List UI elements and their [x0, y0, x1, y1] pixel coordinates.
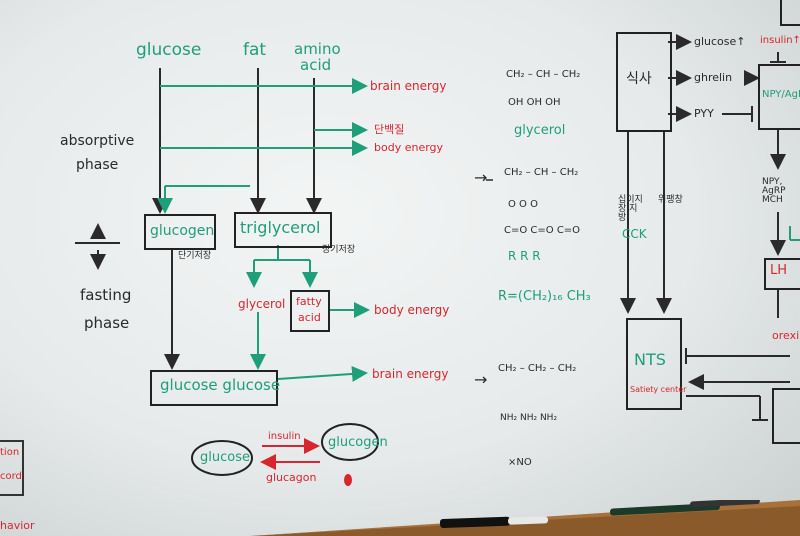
arrow-triglyceride: → — [474, 168, 488, 187]
no-label: ×NO — [508, 457, 532, 468]
long-term-storage-label: 장기저장 — [322, 245, 356, 255]
body-energy-label-2: body energy — [374, 303, 450, 317]
carbonyl-row: C=O C=O C=O — [504, 225, 581, 236]
short-term-storage-label: 단기저장 — [178, 251, 212, 261]
top-right-box — [780, 0, 800, 26]
nutrient-glucose: glucose — [136, 40, 202, 60]
nts-label: NTS — [634, 350, 666, 369]
protein-label: 단백질 — [374, 123, 405, 136]
orexin-label: orexin — [772, 329, 800, 342]
arrow-amine: → — [474, 370, 488, 389]
triglycerol-label: triglycerol — [240, 218, 321, 237]
nutrient-acid: acid — [300, 56, 332, 74]
brain-energy-label-1: brain energy — [370, 79, 447, 93]
glucose-glucose-label: glucose glucose — [160, 376, 281, 394]
marker-tray — [250, 500, 800, 536]
edge-text-1: tion — [0, 447, 20, 458]
edge-text-2: cord — [0, 471, 22, 482]
npy-agrp-mch-label: NPY, AgRP MCH — [762, 177, 786, 205]
insulin-up-label: insulin↑ — [760, 35, 800, 46]
glucogen-box — [144, 214, 216, 250]
glycerol-label: glycerol — [238, 297, 286, 311]
edge-text-3: havior — [0, 519, 35, 532]
nts-box — [626, 318, 682, 410]
fasting-label: fasting — [80, 286, 132, 304]
glucose-up-label: glucose↑ — [694, 35, 746, 48]
ester-oxygens: O O O — [508, 199, 538, 210]
satiety-center-label: Satiety center — [630, 385, 687, 394]
meal-label: 식사 — [626, 71, 652, 87]
cycle-glucogen-label: glucogen — [328, 435, 388, 450]
glucogen-label: glucogen — [150, 223, 215, 239]
glucose-glucose-box — [150, 370, 278, 406]
lh-label: LH — [770, 263, 788, 278]
r-formula: R=(CH₂)₁₆ CH₃ — [498, 289, 591, 304]
absorptive-label: absorptive — [60, 133, 135, 149]
nutrient-fat: fat — [243, 40, 267, 60]
duodenum-fat-label: 십이지장 지방 — [618, 195, 643, 223]
fatty-acid-box — [290, 290, 330, 332]
pyy-label: PYY — [694, 107, 714, 120]
fasting-phase-label: phase — [84, 314, 130, 332]
edge-box — [0, 440, 24, 496]
stomach-distension-label: 위팽창 — [658, 195, 683, 205]
lh-box — [764, 258, 800, 290]
glucagon-label: glucagon — [266, 471, 317, 484]
nutrient-amino: amino — [294, 40, 341, 58]
triglycerol-box — [234, 212, 332, 248]
triglyceride-backbone: CH₂ – CH – CH₂ — [504, 167, 579, 178]
right-edge-box — [772, 388, 800, 444]
npy-agrp-label: NPY/AgRP — [762, 89, 800, 100]
meal-box — [616, 32, 672, 132]
cycle-glucose-label: glucose — [200, 450, 250, 465]
cck-label: CCK — [622, 227, 647, 241]
r-groups: R R R — [508, 249, 541, 263]
fatty-label: fatty — [296, 295, 322, 308]
absorptive-phase-label: phase — [76, 157, 119, 173]
brain-energy-label-2: brain energy — [372, 367, 449, 381]
insulin-label: insulin — [268, 431, 301, 442]
fatty-acid-label: acid — [298, 311, 321, 324]
glycerol-structure-label: glycerol — [514, 123, 566, 138]
body-energy-label-1: body energy — [374, 141, 444, 154]
amine-backbone: CH₂ – CH₂ – CH₂ — [498, 363, 577, 374]
ghrelin-label: ghrelin — [694, 71, 733, 84]
amine-groups: NH₂ NH₂ NH₂ — [500, 413, 558, 423]
glycerol-hydroxyls: OH OH OH — [508, 97, 561, 108]
glycerol-backbone: CH₂ – CH – CH₂ — [506, 69, 581, 80]
npy-agrp-box — [758, 64, 800, 130]
